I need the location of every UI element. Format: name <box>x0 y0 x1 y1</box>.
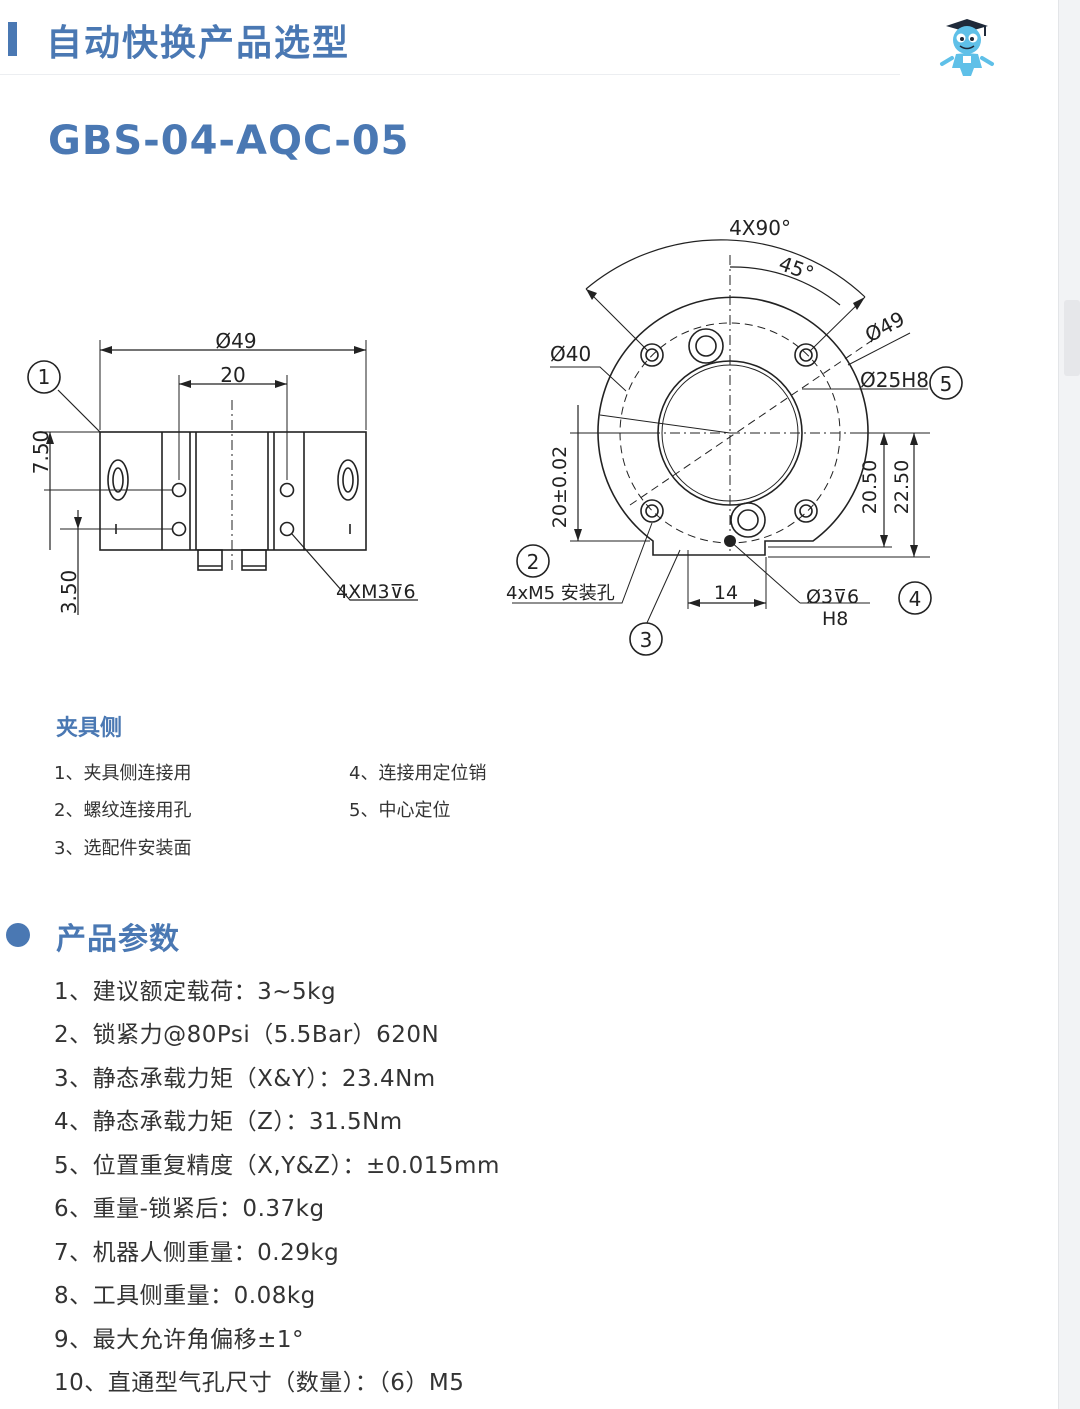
legend-item: 1、夹具侧连接用 <box>54 763 192 784</box>
param-item: 10、直通型气孔尺寸（数量）：（6）M5 <box>54 1370 465 1396</box>
dim-phi49-top: Ø49 <box>861 307 909 348</box>
param-item: 9、最大允许角偏移±1° <box>54 1327 305 1353</box>
params-title: 产品参数 <box>56 922 180 957</box>
legend-item: 5、中心定位 <box>349 800 451 821</box>
param-item: 2、锁紧力@80Psi（5.5Bar）620N <box>54 1022 440 1048</box>
dim-14: 14 <box>714 582 738 604</box>
param-item: 5、位置重复精度（X,Y&Z）：±0.015mm <box>54 1153 500 1179</box>
callout-2: 2 <box>527 550 540 574</box>
dim-pin: Ø3⊽6 <box>806 586 859 608</box>
dim-20-50: 20.50 <box>859 460 881 514</box>
dim-thread: 4XM3⊽6 <box>336 581 416 603</box>
param-item: 4、静态承载力矩（Z）：31.5Nm <box>54 1109 403 1135</box>
dim-pin-tol: H8 <box>822 608 848 630</box>
legend-item: 4、连接用定位销 <box>349 763 487 784</box>
legend-item: 3、选配件安装面 <box>54 838 192 859</box>
model-number: GBS-04-AQC-05 <box>48 118 410 164</box>
callout-4: 4 <box>909 587 922 611</box>
callout-1: 1 <box>38 365 51 389</box>
params-bullet-icon <box>6 923 30 947</box>
page-title: 自动快换产品选型 <box>46 23 351 64</box>
param-item: 1、建议额定载荷：3~5kg <box>54 979 337 1005</box>
dim-holes: 4xM5 安装孔 <box>506 583 615 604</box>
side-view-drawing: 1 Ø49 20 7.50 3.50 4XM3⊽6 <box>27 329 418 615</box>
param-item: 7、机器人侧重量：0.29kg <box>54 1240 340 1266</box>
dim-phi40: Ø40 <box>550 342 591 366</box>
dim-phi49: Ø49 <box>215 329 256 353</box>
header-accent-bar <box>8 22 17 56</box>
callout-5: 5 <box>940 372 953 396</box>
dim-22-50: 22.50 <box>891 460 913 514</box>
dim-20: 20 <box>220 363 245 387</box>
dim-angle-inner: 45° <box>776 251 818 286</box>
scrollbar-track[interactable] <box>1058 0 1080 1409</box>
dim-20-tol: 20±0.02 <box>549 446 571 528</box>
dim-7-50: 7.50 <box>29 430 53 475</box>
param-item: 6、重量-锁紧后：0.37kg <box>54 1196 325 1222</box>
top-view-drawing: 4X90° 45° Ø40 Ø49 Ø25H8 20±0.02 20.50 22… <box>506 216 963 656</box>
scrollbar-thumb[interactable] <box>1064 300 1080 376</box>
callout-3: 3 <box>640 628 653 652</box>
dim-3-50: 3.50 <box>57 570 81 615</box>
param-item: 8、工具侧重量：0.08kg <box>54 1283 316 1309</box>
param-item: 3、静态承载力矩（X&Y）：23.4Nm <box>54 1066 436 1092</box>
header-divider <box>0 74 900 75</box>
legend-title: 夹具侧 <box>56 716 123 741</box>
legend-item: 2、螺纹连接用孔 <box>54 800 192 821</box>
mascot-logo-icon <box>940 19 994 76</box>
document-page: 自动快换产品选型 GBS-04-AQC-05 <box>0 19 994 1396</box>
dim-angle-outer: 4X90° <box>729 216 791 240</box>
dim-phi25: Ø25H8 <box>860 368 929 392</box>
